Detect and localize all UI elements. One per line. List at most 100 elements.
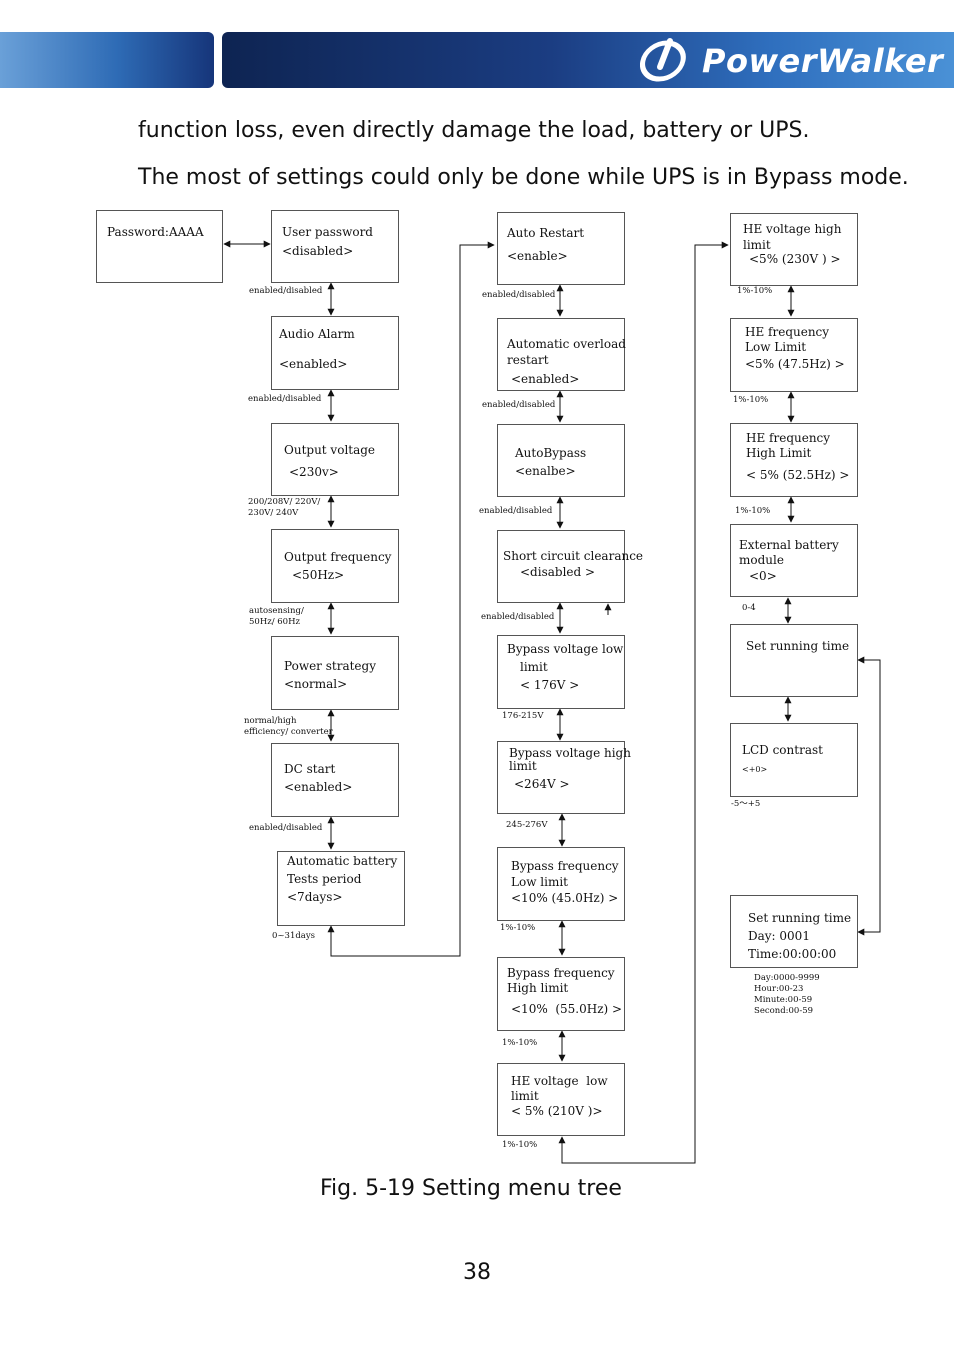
- box-line: < 5% (52.5Hz) >: [746, 468, 850, 482]
- box-line: limit: [743, 238, 771, 252]
- connector-running-time-loop: [857, 656, 881, 936]
- connector-c2-to-c3: [558, 241, 729, 1164]
- range-label: enabled/disabled: [481, 612, 555, 622]
- box-line: Bypass frequency: [511, 859, 619, 873]
- range-label: 0~31days: [272, 931, 316, 941]
- menu-box-set-running-time: Set running time: [730, 624, 858, 697]
- box-line: DC start: [284, 762, 336, 776]
- box-line: module: [739, 553, 784, 567]
- box-line: Output voltage: [284, 443, 376, 457]
- range-label: 1%-10%: [735, 506, 771, 516]
- box-line: <264V >: [514, 777, 570, 791]
- range-label: enabled/disabled: [482, 400, 556, 410]
- menu-box-auto-restart: Auto Restart <enable>: [497, 212, 625, 285]
- box-line: < 5% (210V )>: [511, 1104, 603, 1118]
- box-line: <disabled>: [282, 244, 354, 258]
- menu-box-output-voltage: Output voltage <230v>: [271, 423, 399, 496]
- box-line: <disabled >: [520, 565, 596, 579]
- menu-box-running-time-value: Set running time Day: 0001 Time:00:00:00: [730, 895, 858, 968]
- range-label: enabled/disabled: [482, 290, 556, 300]
- box-line: Set running time: [746, 639, 850, 653]
- range-label: 1%-10%: [502, 1140, 538, 1150]
- box-line: Low Limit: [745, 340, 807, 354]
- menu-box-short-circuit: Short circuit clearance <disabled >: [497, 530, 643, 603]
- menu-box-overload-restart: Automatic overload restart <enabled>: [497, 318, 626, 391]
- menu-box-user-password: User password <disabled>: [271, 210, 399, 283]
- menu-box-power-strategy: Power strategy <normal>: [271, 636, 399, 710]
- range-label: normal/high efficiency/ converter: [244, 716, 333, 737]
- menu-box-he-frequency-low: HE frequency Low Limit <5% (47.5Hz) >: [730, 318, 858, 392]
- box-line: HE voltage low: [511, 1074, 608, 1088]
- box-line: < 176V >: [520, 678, 580, 692]
- connector-c1-to-c2: [327, 241, 495, 957]
- box-line: User password: [282, 225, 373, 239]
- box-line: Bypass voltage low: [507, 642, 624, 656]
- box-line: HE frequency: [745, 325, 830, 339]
- menu-box-dc-start: DC start <enabled>: [271, 743, 399, 817]
- menu-box-he-frequency-high: HE frequency High Limit < 5% (52.5Hz) >: [730, 423, 858, 497]
- box-line: Auto Restart: [507, 226, 585, 240]
- box-line: <50Hz>: [292, 568, 345, 582]
- box-line: Tests period: [287, 872, 362, 886]
- range-label: 176-215V: [502, 711, 544, 721]
- box-line: External battery: [739, 538, 839, 552]
- range-label: 1%-10%: [500, 923, 536, 933]
- box-line: <7days>: [287, 890, 343, 904]
- box-line: Set running time: [748, 911, 852, 925]
- header-right-bar: [222, 32, 954, 88]
- page-number: 38: [463, 1260, 491, 1285]
- menu-box-bypass-voltage-high: Bypass voltage high limit <264V >: [497, 741, 631, 814]
- figure-caption: Fig. 5-19 Setting menu tree: [320, 1176, 622, 1201]
- box-line: High limit: [507, 981, 569, 995]
- range-label: 1%-10%: [502, 1038, 538, 1048]
- box-line: Short circuit clearance: [503, 549, 644, 563]
- box-line: <230v>: [289, 465, 339, 479]
- brand-name: PowerWalker: [702, 42, 944, 80]
- range-label: enabled/disabled: [248, 394, 322, 404]
- box-line: limit: [511, 1089, 539, 1103]
- box-line: HE voltage high: [743, 222, 842, 236]
- page-header-banner: PowerWalker: [0, 0, 954, 92]
- box-line: limit: [509, 759, 537, 773]
- menu-box-bypass-voltage-low: Bypass voltage low limit < 176V >: [497, 635, 625, 709]
- power-symbol-icon: [640, 38, 686, 82]
- box-line: Audio Alarm: [279, 327, 355, 341]
- box-line: Automatic battery: [287, 854, 398, 868]
- box-line: Low limit: [511, 875, 568, 889]
- box-line: <enabled>: [511, 372, 580, 386]
- box-line: <10% (55.0Hz) >: [511, 1002, 623, 1016]
- box-line: <enable>: [507, 249, 568, 263]
- password-label: Password:AAAA: [107, 225, 204, 239]
- box-line: limit: [520, 660, 548, 674]
- box-line: <10% (45.0Hz) >: [511, 891, 619, 905]
- range-label: 1%-10%: [733, 395, 769, 405]
- range-label: Day:0000-9999 Hour:00-23 Minute:00-59 Se…: [754, 973, 820, 1016]
- box-line: <enabled>: [279, 357, 348, 371]
- box-line: <5% (230V ) >: [749, 252, 841, 266]
- box-line: Bypass frequency: [507, 966, 615, 980]
- box-line: AutoBypass: [515, 446, 587, 460]
- menu-box-auto-bypass: AutoBypass <enalbe>: [497, 424, 625, 497]
- intro-line-1: function loss, even directly damage the …: [138, 118, 810, 143]
- box-line: <enalbe>: [515, 464, 576, 478]
- menu-box-bypass-frequency-low: Bypass frequency Low limit <10% (45.0Hz)…: [497, 847, 625, 921]
- menu-box-external-battery: External battery module <0>: [730, 524, 858, 597]
- range-label: 245-276V: [506, 820, 548, 830]
- box-line: restart: [507, 353, 549, 367]
- box-line: Output frequency: [284, 550, 392, 564]
- box-line: <0>: [749, 569, 777, 583]
- range-label: enabled/disabled: [479, 506, 553, 516]
- box-line: Power strategy: [284, 659, 376, 673]
- brand-logo: PowerWalker: [640, 36, 943, 86]
- menu-box-battery-test: Automatic battery Tests period <7days>: [277, 851, 405, 926]
- box-line: HE frequency: [746, 431, 831, 445]
- menu-box-lcd-contrast: LCD contrast <+0>: [730, 723, 858, 797]
- range-label: 1%-10%: [737, 286, 773, 296]
- menu-box-he-voltage-high: HE voltage high limit <5% (230V ) >: [730, 213, 858, 286]
- range-label: enabled/disabled: [249, 823, 323, 833]
- menu-box-bypass-frequency-high: Bypass frequency High limit <10% (55.0Hz…: [497, 957, 625, 1031]
- range-label: 200/208V/ 220V/ 230V/ 240V: [248, 497, 321, 518]
- menu-box-he-voltage-low: HE voltage low limit < 5% (210V )>: [497, 1063, 625, 1136]
- box-line: Time:00:00:00: [748, 947, 837, 961]
